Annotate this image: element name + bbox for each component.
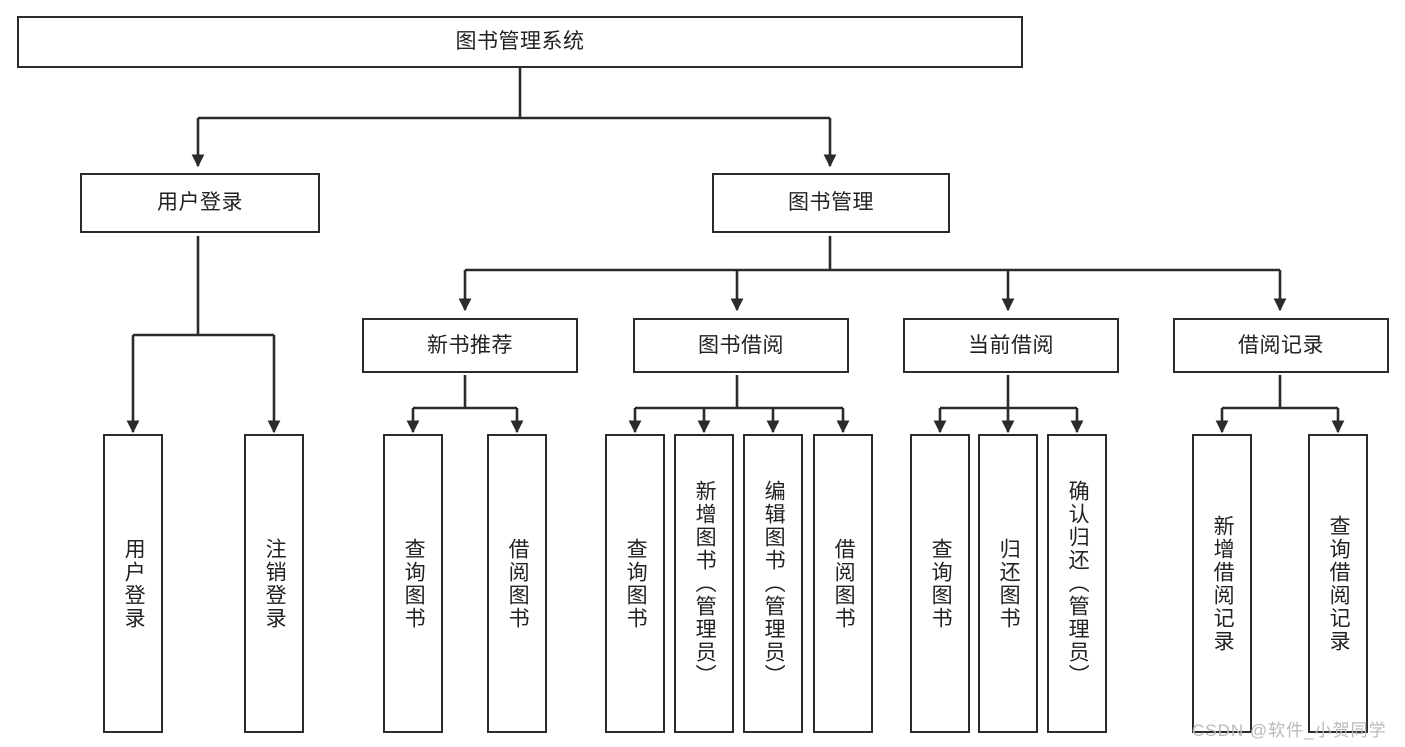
node-user-login-label: 用户登录 xyxy=(157,191,243,215)
leaf-current-borrow-query[interactable]: 查询图书 xyxy=(910,434,970,733)
node-borrow-record[interactable]: 借阅记录 xyxy=(1173,318,1389,373)
leaf-book-borrow-edit[interactable]: 编辑图书（管理员） xyxy=(743,434,803,733)
leaf-label: 编辑图书（管理员） xyxy=(762,480,786,687)
node-root[interactable]: 图书管理系统 xyxy=(17,16,1023,68)
leaf-user-login-logout[interactable]: 注销登录 xyxy=(244,434,304,733)
leaf-borrow-record-add[interactable]: 新增借阅记录 xyxy=(1192,434,1252,733)
leaf-book-borrow-add[interactable]: 新增图书（管理员） xyxy=(674,434,734,733)
leaf-book-borrow-query[interactable]: 查询图书 xyxy=(605,434,665,733)
leaf-user-login-login[interactable]: 用户登录 xyxy=(103,434,163,733)
node-current-borrow[interactable]: 当前借阅 xyxy=(903,318,1119,373)
node-book-borrow-label: 图书借阅 xyxy=(698,333,784,357)
leaf-label: 新增借阅记录 xyxy=(1211,514,1235,653)
leaf-label: 注销登录 xyxy=(263,537,287,630)
leaf-label: 借阅图书 xyxy=(832,537,856,630)
leaf-label: 查询图书 xyxy=(929,537,953,630)
node-new-book-recommend-label: 新书推荐 xyxy=(427,333,513,357)
leaf-label: 查询图书 xyxy=(624,537,648,630)
watermark-text: CSDN @软件_小贺同学 xyxy=(1192,721,1387,740)
node-current-borrow-label: 当前借阅 xyxy=(968,333,1054,357)
node-borrow-record-label: 借阅记录 xyxy=(1238,333,1324,357)
leaf-label: 借阅图书 xyxy=(506,537,530,630)
leaf-label: 新增图书（管理员） xyxy=(693,480,717,687)
node-new-book-recommend[interactable]: 新书推荐 xyxy=(362,318,578,373)
leaf-current-borrow-confirm[interactable]: 确认归还（管理员） xyxy=(1047,434,1107,733)
node-book-management[interactable]: 图书管理 xyxy=(712,173,950,233)
node-book-borrow[interactable]: 图书借阅 xyxy=(633,318,849,373)
leaf-new-book-query[interactable]: 查询图书 xyxy=(383,434,443,733)
leaf-current-borrow-return[interactable]: 归还图书 xyxy=(978,434,1038,733)
leaf-label: 确认归还（管理员） xyxy=(1066,480,1090,687)
node-root-label: 图书管理系统 xyxy=(455,30,585,54)
leaf-borrow-record-query[interactable]: 查询借阅记录 xyxy=(1308,434,1368,733)
leaf-label: 查询图书 xyxy=(402,537,426,630)
node-user-login[interactable]: 用户登录 xyxy=(80,173,320,233)
node-book-management-label: 图书管理 xyxy=(788,191,874,215)
leaf-new-book-borrow[interactable]: 借阅图书 xyxy=(487,434,547,733)
leaf-label: 查询借阅记录 xyxy=(1327,514,1351,653)
leaf-label: 用户登录 xyxy=(122,537,146,630)
leaf-label: 归还图书 xyxy=(997,537,1021,630)
leaf-book-borrow-borrow[interactable]: 借阅图书 xyxy=(813,434,873,733)
